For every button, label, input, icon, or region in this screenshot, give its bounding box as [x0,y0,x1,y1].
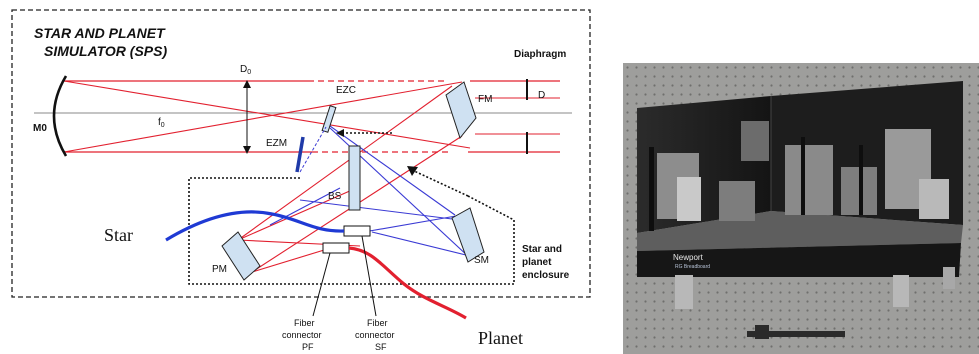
blue-ray-6 [269,187,341,226]
fm-mirror [445,81,477,140]
breadboard-top [637,211,963,251]
ezc-plate [321,105,337,133]
diagram-title-line1: STAR AND PLANET [34,25,166,41]
fiber-connector-sf [343,225,371,237]
fm-label: FM [478,94,492,105]
foot-1 [675,275,693,309]
post-1 [649,147,654,231]
optic-mount-4 [741,121,769,161]
diagram-frame [11,9,591,298]
fiber-sf-line1: Fiber [367,318,388,328]
bs-plate [348,145,361,211]
breadboard-body [637,243,961,277]
pf-pointer [312,252,331,317]
brand-name: Newport [673,253,704,262]
caliper [747,331,845,337]
diaphragm-label: Diaphragm [514,49,566,60]
m0-mirror [52,75,68,157]
ray-pm-bs-1 [237,189,353,241]
pm-mirror [221,231,261,281]
sf-pointer [361,235,377,317]
optic-mount-2 [677,177,701,221]
blue-ray-4 [363,215,457,233]
ray-m0-1 [63,80,471,149]
d0-arrowhead-top [243,80,251,88]
star-label: Star [104,225,133,245]
blue-ray-1 [329,125,456,216]
blue-ray-5 [371,231,471,257]
diagram-title-line2: SIMULATOR (SPS) [44,43,167,59]
d0-arrowhead-bottom [243,146,251,154]
optical-bench-photo: Newport RG Breadboard [623,63,979,354]
ezc-label: EZC [336,85,356,96]
fiber-sf-line3: SF [375,342,387,352]
ezm-mirror [295,136,305,173]
brand-sub: RG Breadboard [675,264,710,270]
post-3 [859,145,863,215]
d0-label: D0 [240,64,251,76]
sps-optical-diagram: STAR AND PLANET SIMULATOR (SPS) Diaphrag… [11,9,591,352]
optic-mount-8 [919,179,949,219]
enclosure-label-2: planet [522,257,552,268]
foot-3 [943,267,955,289]
ray-pm-fiber [251,246,335,273]
pm-label: PM [212,264,227,275]
ezc-arrowhead [336,129,344,137]
fiber-pf-line3: PF [302,342,314,352]
planet-label: Planet [478,328,523,348]
caliper-jaw [755,325,769,339]
fiber-sf-line2: connector [355,330,395,340]
m0-label: M0 [33,123,47,134]
ray-m0-2 [63,81,463,153]
planet-fiber [348,246,467,320]
d-label: D [538,90,545,101]
fiber-pf-line1: Fiber [294,318,315,328]
optic-mount-3 [719,181,755,221]
sm-label: SM [474,255,489,266]
enclosure-outline [188,177,515,285]
optic-mount-5 [785,145,833,215]
enclosure-arrow-line [411,169,469,197]
ezm-label: EZM [266,138,287,149]
enclosure-label-3: enclosure [522,270,570,281]
star-fiber [165,210,345,242]
fiber-connector-pf [322,242,350,254]
ezm-dashed-path [299,126,327,173]
fiber-pf-line2: connector [282,330,322,340]
enclosure-label-1: Star and [522,244,562,255]
f0-label: f0 [158,117,165,129]
bs-label: BS [328,191,342,202]
sm-mirror [451,207,485,263]
foot-2 [893,275,909,307]
post-2 [801,137,805,215]
blue-ray-3 [299,199,461,221]
